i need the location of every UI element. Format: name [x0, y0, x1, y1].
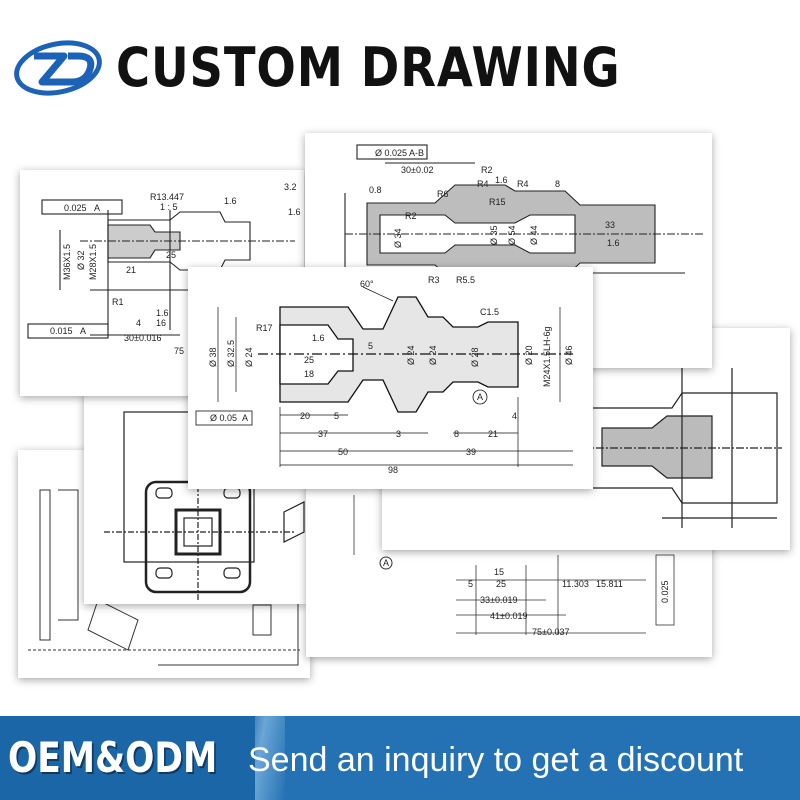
dim-label: R13.447	[150, 192, 184, 202]
dim-label: 0.8	[369, 185, 382, 195]
datum-label: A	[80, 326, 86, 336]
dim-label: R4	[477, 179, 489, 189]
dim-label: 1.6	[312, 333, 325, 343]
dim-label: R17	[256, 323, 273, 333]
dim-label: 33±0.019	[480, 595, 517, 605]
dim-label: M36X1.5	[62, 244, 72, 280]
datum-label: A	[94, 203, 100, 213]
tolerance-label: Ø 0.05	[210, 413, 237, 423]
header: CUSTOM DRAWING	[0, 0, 800, 120]
dim-label: 5	[368, 341, 373, 351]
dim-label: 3	[396, 429, 401, 439]
dim-label: 1 : 5	[160, 202, 178, 212]
dim-label: R1	[112, 297, 124, 307]
page-title: CUSTOM DRAWING	[116, 36, 621, 99]
zd-logo-icon	[12, 38, 104, 98]
dim-label: 4	[136, 318, 141, 328]
dim-label: 8	[555, 179, 560, 189]
dim-label: R2	[481, 165, 493, 175]
dim-label: M28X1.5	[88, 244, 98, 280]
tolerance-label: Ø 0.025	[375, 148, 407, 158]
dim-label: R3	[428, 275, 440, 285]
tolerance-label: 0.015	[50, 326, 73, 336]
tolerance-label: 0.025	[64, 203, 87, 213]
dim-label: Ø 34	[393, 228, 403, 248]
dim-label: Ø 24	[244, 347, 254, 367]
dim-label: 5	[468, 579, 473, 589]
datum-label: A	[383, 558, 389, 568]
footer-banner: OEM&ODM Send an inquiry to get a discoun…	[0, 716, 800, 800]
dim-label: 75±0.037	[532, 627, 569, 637]
dim-label: 33	[605, 220, 615, 230]
dim-label: Ø 35	[489, 225, 499, 245]
dim-label: Ø 24	[406, 345, 416, 365]
dim-label: Ø 20	[524, 345, 534, 365]
datum-label: A-B	[409, 148, 424, 158]
dim-label: 98	[388, 465, 398, 475]
dim-label: Ø 54	[507, 225, 517, 245]
dim-label: M24X1.5LH-6g	[542, 326, 552, 387]
dim-label: R5.5	[456, 275, 475, 285]
dim-label: 39	[466, 447, 476, 457]
dim-label: 21	[488, 429, 498, 439]
dim-label: C1.5	[480, 307, 499, 317]
dim-label: 15.811	[596, 579, 623, 589]
dim-label: Ø 32	[76, 250, 86, 270]
oem-odm-label: OEM&ODM	[8, 733, 218, 782]
dim-label: 30±0.02	[401, 165, 433, 175]
dim-label: R15	[489, 197, 506, 207]
dim-label: 25	[166, 250, 176, 260]
footer-left-panel	[0, 716, 255, 800]
dim-label: Ø 32.5	[226, 340, 236, 367]
dim-label: Ø 44	[529, 225, 539, 245]
dim-label: 15	[494, 567, 504, 577]
dim-label: R4	[517, 179, 529, 189]
dim-label: 8	[454, 429, 459, 439]
dim-label: 4	[512, 411, 517, 421]
datum-label: A	[242, 413, 248, 423]
dim-label: 1.6	[607, 238, 620, 248]
dim-label: 21	[126, 265, 136, 275]
dim-label: Ø 38	[208, 347, 218, 367]
footer-right-panel	[275, 716, 800, 800]
dim-label: 1.6	[288, 207, 301, 217]
dim-label: 3.2	[284, 182, 297, 192]
dim-label: 18	[304, 369, 314, 379]
dim-label: 1.6	[156, 308, 169, 318]
dim-label: 41±0.019	[490, 611, 527, 621]
dim-label: R2	[405, 211, 417, 221]
dim-label: 16	[156, 318, 166, 328]
tolerance-label: 0.025	[660, 580, 670, 603]
dim-label: 50	[338, 447, 348, 457]
dim-label: 25	[496, 579, 506, 589]
dim-label: Ø 46	[564, 345, 574, 365]
dim-label: 20	[300, 411, 310, 421]
dim-label: 1.6	[495, 175, 508, 185]
dim-label: 1.6	[224, 196, 237, 206]
dim-label: R6	[437, 189, 449, 199]
dim-label: 60°	[360, 279, 374, 289]
inquiry-cta[interactable]: Send an inquiry to get a discount	[248, 741, 744, 779]
dim-label: Ø 24	[428, 345, 438, 365]
dim-label: 5	[334, 411, 339, 421]
dim-label: 25	[304, 355, 314, 365]
drawing-sheet-front: 60° R3 R5.5 C1.5 R17 1.6 Ø 38 Ø 32.5 Ø 2…	[188, 267, 593, 489]
dim-label: 75	[174, 346, 184, 356]
datum-label: A	[477, 392, 483, 402]
dim-label: 37	[318, 429, 328, 439]
dim-label: 30±0.016	[124, 333, 161, 343]
dim-label: 11.303	[562, 579, 589, 589]
dim-label: Ø 28	[470, 347, 480, 367]
